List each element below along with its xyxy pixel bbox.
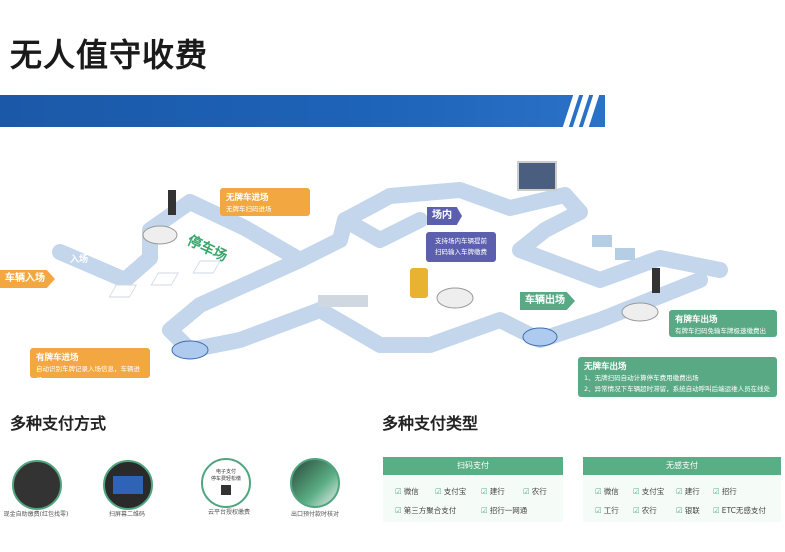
callout-title: 无牌车进场 (226, 193, 269, 203)
payment-type-item: 微信 (395, 486, 419, 497)
parking-lot-label: 停车场 (185, 232, 230, 265)
car-icon (621, 302, 659, 322)
payment-methods-heading: 多种支付方式 (10, 414, 107, 433)
gate-barrier-icon (168, 190, 176, 215)
payment-type-item: 招行 (713, 486, 737, 497)
unplated-entry-callout: 无牌车进场 无牌车扫码进场 (220, 188, 310, 216)
payment-type-item: ETC无感支付 (713, 505, 766, 516)
payment-type-item: 农行 (523, 486, 547, 497)
gate-barrier-icon (652, 268, 660, 293)
inside-tag: 场内 (427, 207, 462, 225)
page-title: 无人值守收费 (10, 36, 209, 74)
monitor-icon (517, 161, 557, 191)
table-header: 无感支付 (583, 457, 781, 475)
sign-text: 电子支付 (215, 469, 236, 475)
payment-type-item: 建行 (676, 486, 700, 497)
senseless-payment-table: 无感支付 微信 支付宝 建行 招行 工行 农行 银联 ETC无感支付 (583, 457, 781, 522)
parking-lot-illustration: 停车场 入场 (52, 161, 728, 360)
payment-method-caption: 出口预付款时核对 (290, 511, 339, 518)
callout-line: 1、无牌扫码自动计算停车费用缴费出场 (584, 374, 699, 382)
payment-type-item: 微信 (595, 486, 619, 497)
plated-exit-callout: 有牌车出场 有牌车扫码免输车牌极速缴费出场 (669, 310, 777, 346)
callout-title: 有牌车出场 (675, 315, 718, 325)
payment-type-item: 支付宝 (633, 486, 665, 497)
callout-desc: 有牌车扫码免输车牌极速缴费出场 (675, 327, 766, 346)
payment-type-item: 招行一网通 (481, 505, 528, 516)
callout-desc: 自动识别车牌记录入场信息，车辆进场 (36, 365, 140, 384)
table-header: 扫码支付 (383, 457, 563, 475)
title-banner-bar (0, 95, 605, 127)
entrance-tag: 车辆入场 (0, 270, 55, 288)
scan-payment-table: 扫码支付 微信 支付宝 建行 农行 第三方聚合支付 招行一网通 (383, 457, 563, 522)
exit-prepay-image (290, 458, 340, 508)
plated-entry-callout: 有牌车进场 自动识别车牌记录入场信息，车辆进场 (30, 348, 150, 384)
payment-method-caption: 扫屏幕二维码 (108, 511, 145, 518)
car-icon (171, 340, 209, 360)
callout-desc: 无牌车扫码进场 (226, 205, 272, 213)
road-entry-text: 入场 (69, 253, 88, 265)
payment-type-item: 农行 (633, 505, 657, 516)
unplated-exit-callout: 无牌车出场 1、无牌扫码自动计算停车费用缴费出场 2、异常情况下车辆超时滞留，系… (578, 357, 777, 404)
callout-title: 有牌车进场 (36, 353, 79, 363)
callout-line: 支持场内车辆提前 (435, 237, 487, 245)
sign-text: 停车费轻松缴 (210, 476, 241, 482)
toll-booth-icon (318, 295, 368, 307)
exit-tag: 车辆出场 (520, 292, 575, 310)
payment-types-heading: 多种支付类型 (382, 414, 479, 433)
payment-type-item: 工行 (595, 505, 619, 516)
car-icon (436, 287, 474, 309)
cloud-payment-sign: 电子支付 停车费轻松缴 (201, 458, 251, 508)
payment-type-item: 支付宝 (435, 486, 467, 497)
car-icon (522, 327, 558, 347)
payment-method-caption: 现金自助缴费(红包找零) (3, 511, 69, 518)
qr-code-icon (221, 485, 231, 495)
callout-line: 2、异常情况下车辆超时滞留，系统自动呼叫后端运维人员在线处理 (584, 385, 771, 404)
callout-line: 扫码输入车牌缴费 (435, 248, 487, 256)
scan-screen-qr-image (103, 460, 153, 510)
payment-method-caption: 云平台授权缴费 (207, 509, 250, 516)
payment-type-item: 建行 (481, 486, 505, 497)
phone-icon (410, 268, 428, 298)
inside-callout: 支持场内车辆提前 扫码输入车牌缴费 (426, 232, 496, 262)
cash-payment-image (12, 460, 62, 510)
car-icon (142, 225, 178, 245)
payment-type-item: 第三方聚合支付 (395, 505, 457, 516)
callout-title: 无牌车出场 (584, 362, 627, 372)
payment-type-item: 银联 (676, 505, 700, 516)
